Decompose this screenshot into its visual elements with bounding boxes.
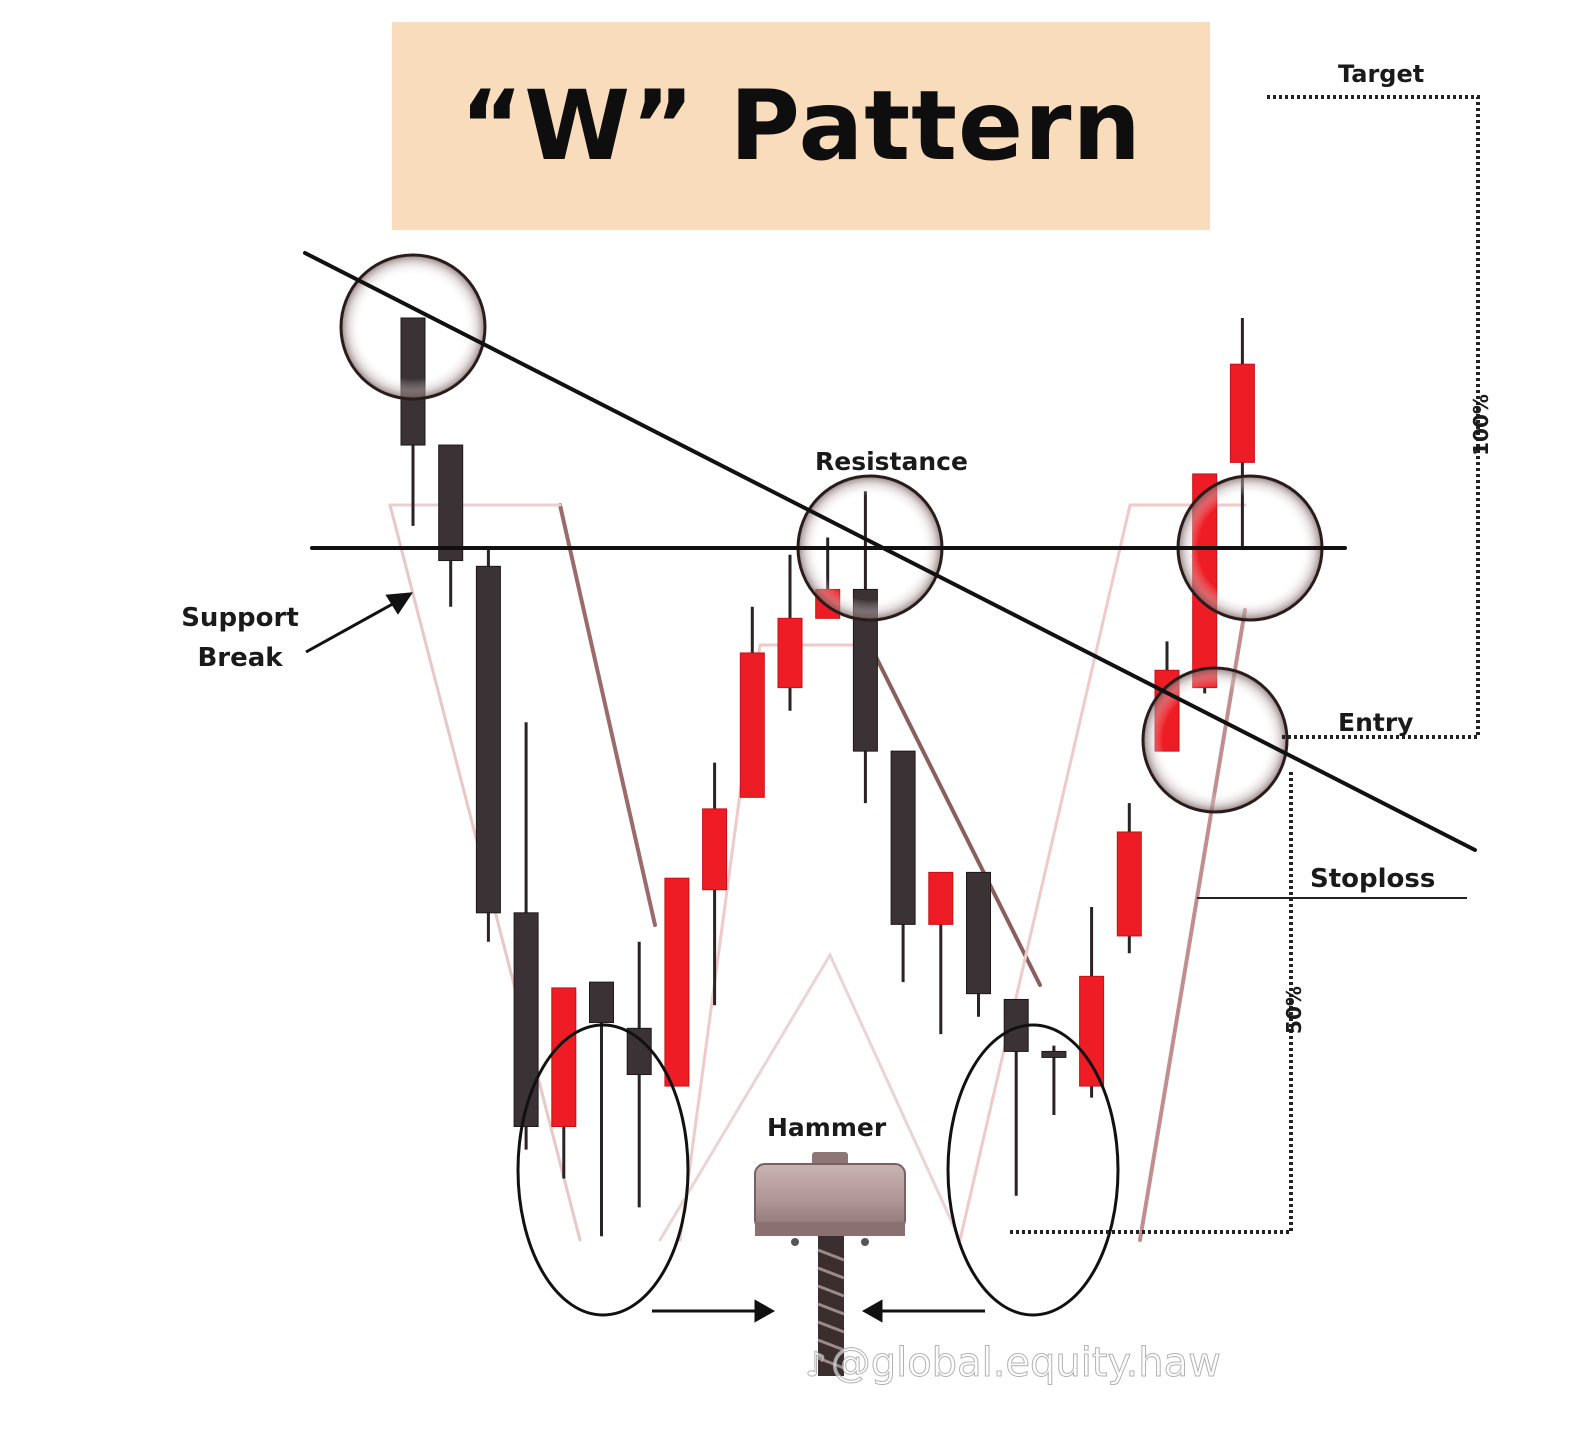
- candle-19: [1079, 907, 1105, 1098]
- support-break-line1: Support: [181, 603, 299, 633]
- candle-18: [1041, 1045, 1067, 1115]
- target-label: Target: [1338, 60, 1425, 88]
- candle-body: [777, 617, 803, 689]
- candle-body: [1079, 975, 1105, 1087]
- title-banner: “W” Pattern: [392, 22, 1210, 230]
- support-break-arrowhead: [385, 592, 413, 615]
- watermark-text: @global.equity.haw: [830, 1340, 1221, 1387]
- candle-2: [438, 444, 464, 607]
- hammer-arrowhead-left: [754, 1299, 776, 1323]
- candle-body: [928, 871, 954, 925]
- entry-label: Entry: [1338, 708, 1414, 737]
- w-shadow-middle-inner: [658, 951, 962, 1242]
- candle-8: [664, 877, 690, 1087]
- stoploss-label: Stoploss: [1310, 864, 1436, 894]
- candle-16: [966, 871, 991, 1017]
- candle-15: [928, 871, 954, 1035]
- candle-body: [739, 652, 765, 798]
- candle-body: [438, 444, 464, 562]
- page-title: “W” Pattern: [460, 70, 1142, 182]
- circle-entry: [1141, 666, 1289, 814]
- watermark: ♪@global.equity.haw: [805, 1340, 1222, 1387]
- candle-body: [1116, 831, 1142, 937]
- support-break-arrow: [305, 599, 399, 654]
- candle-5: [551, 987, 577, 1179]
- candle-9: [702, 762, 728, 1006]
- candle-11: [777, 554, 803, 711]
- hammer-arrowhead-right: [861, 1299, 883, 1323]
- candle-body: [1041, 1050, 1067, 1058]
- hammer-label: Hammer: [767, 1113, 887, 1142]
- candle-body: [1229, 363, 1255, 463]
- descending-trendline: [303, 251, 1477, 852]
- ellipse-left-bottom: [516, 1023, 690, 1317]
- ellipse-right-bottom: [946, 1023, 1120, 1317]
- pct-100-label: 100%: [1469, 394, 1493, 456]
- candle-10: [739, 606, 765, 798]
- candle-3: [475, 549, 501, 942]
- arrows: [305, 592, 985, 1323]
- candle-14: [890, 750, 916, 983]
- candle-body: [589, 981, 614, 1024]
- candle-body: [890, 750, 916, 925]
- trend-lines: [303, 251, 1477, 852]
- w-shadow-left-inner: [558, 503, 657, 927]
- candle-body: [626, 1027, 652, 1076]
- candle-6: [589, 981, 614, 1237]
- hammer-icon: [754, 1152, 906, 1376]
- candle-body: [966, 871, 991, 995]
- resistance-label: Resistance: [815, 447, 968, 476]
- circle-top-left: [339, 253, 487, 401]
- pct-50-label: 50%: [1282, 986, 1306, 1034]
- candle-7: [626, 941, 652, 1208]
- candle-20: [1116, 803, 1142, 954]
- music-note-icon: ♪: [805, 1345, 828, 1386]
- w-shadow-middle-up: [678, 643, 872, 1242]
- candle-4: [513, 722, 539, 1150]
- candle-body: [664, 877, 690, 1087]
- candle-body: [513, 912, 539, 1128]
- measure-guides: [1010, 95, 1480, 1234]
- target-dotted-bracket: [1267, 95, 1480, 739]
- candle-body: [475, 565, 501, 914]
- w-shadow-middle-down: [868, 643, 1042, 987]
- candle-body: [551, 987, 577, 1128]
- support-break-label: Support Break: [180, 598, 300, 678]
- candle-body: [702, 808, 728, 891]
- support-break-line2: Break: [197, 643, 283, 673]
